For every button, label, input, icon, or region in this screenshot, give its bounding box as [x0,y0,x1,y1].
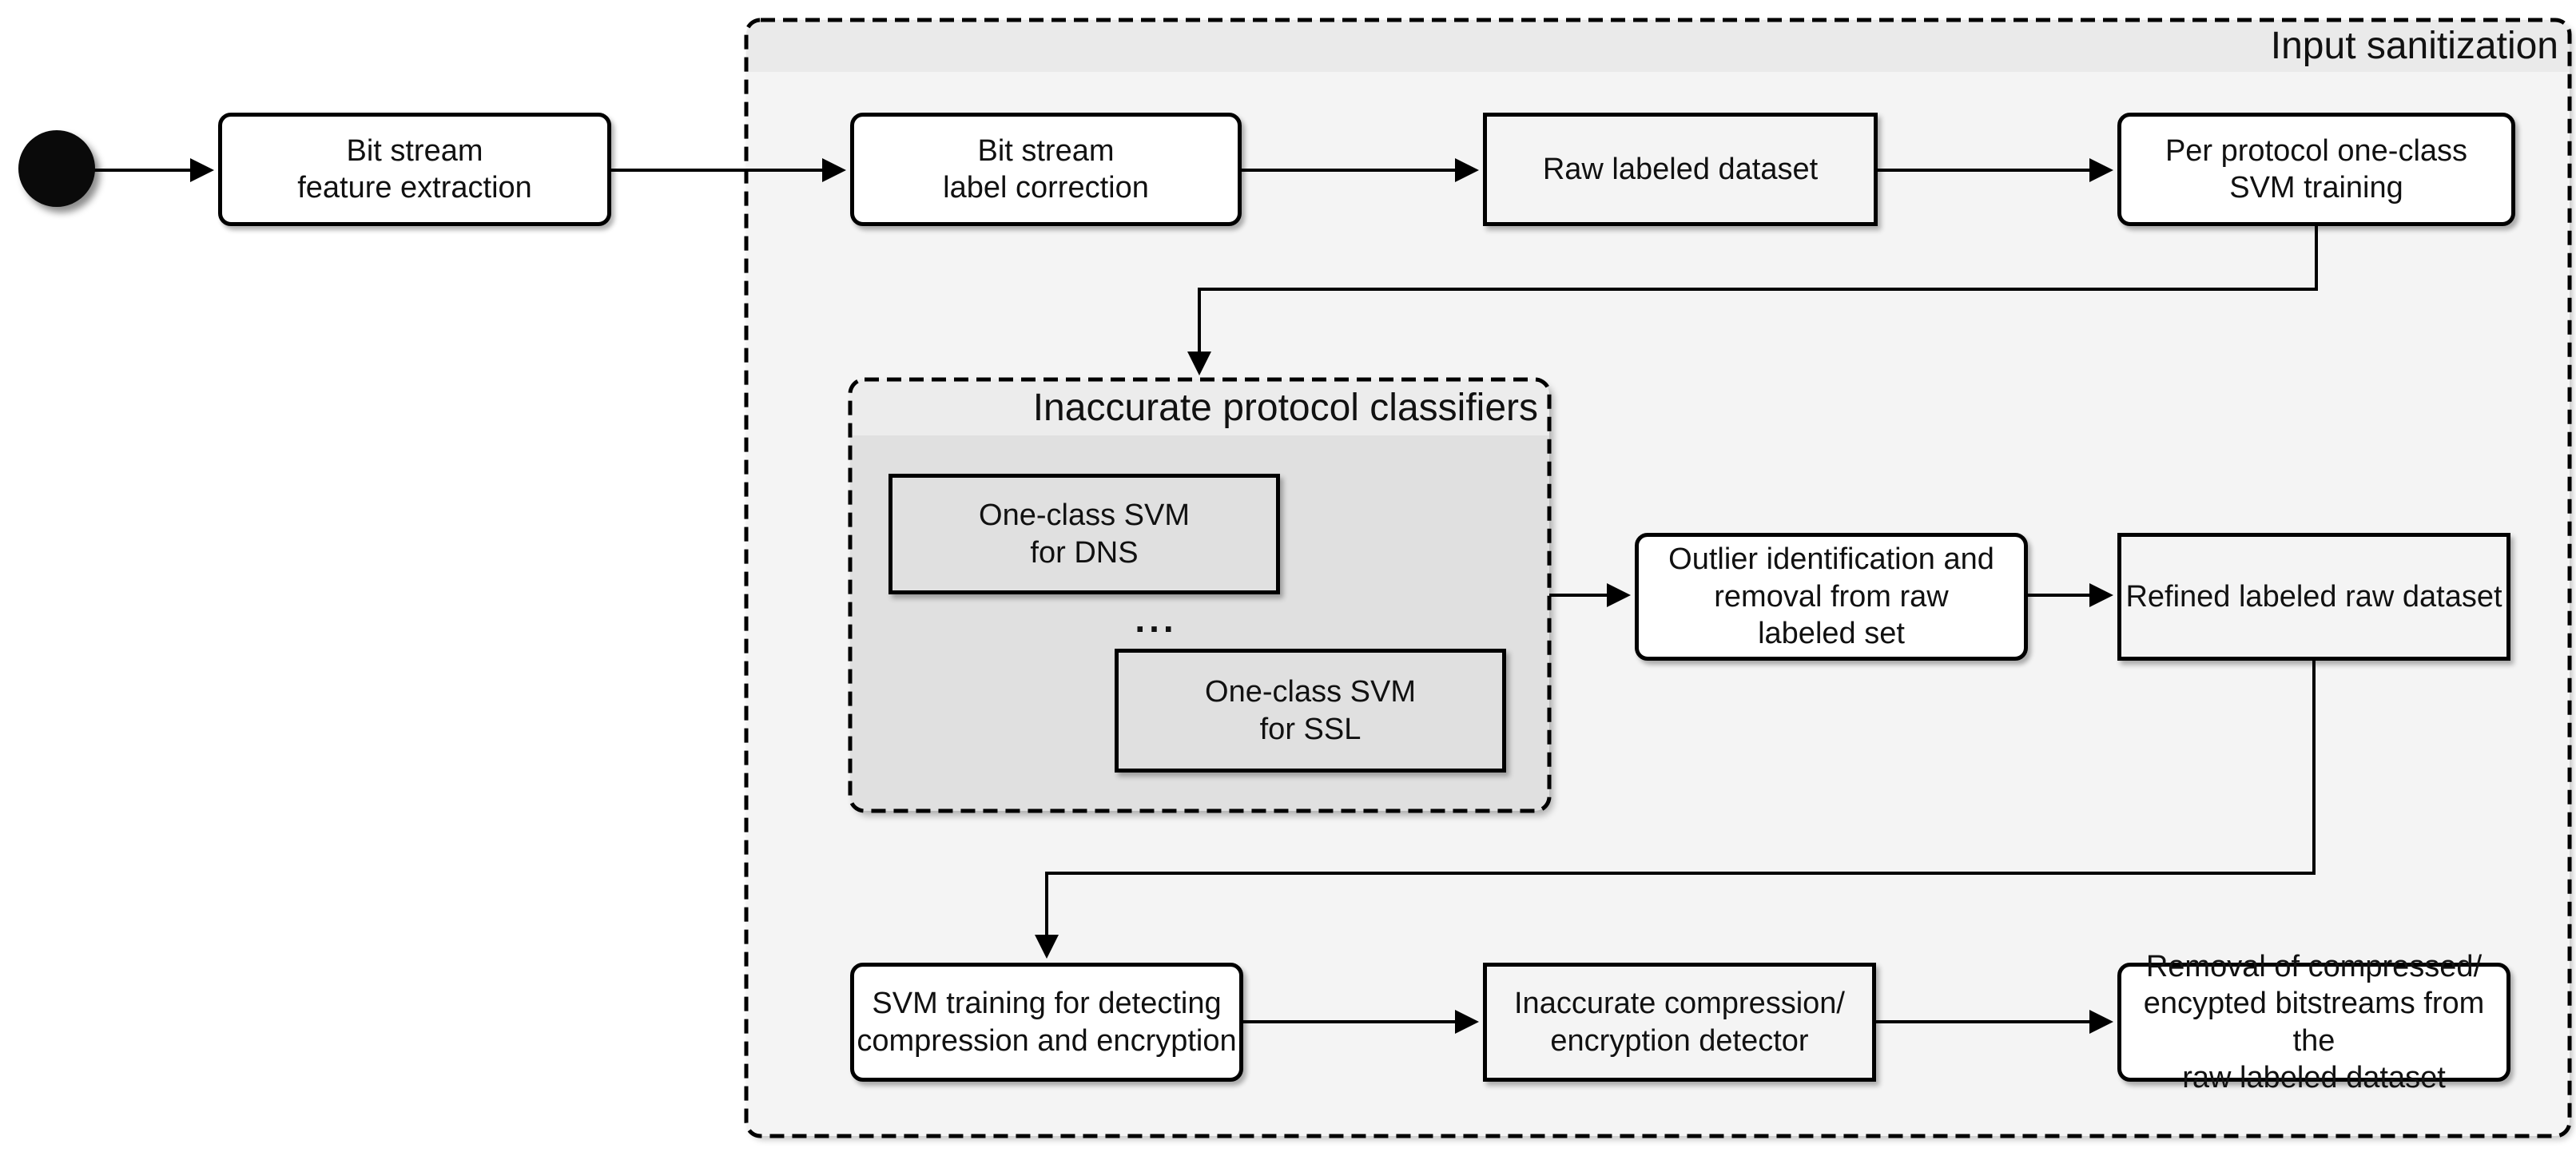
input-sanitization-title: Input sanitization [2270,25,2558,67]
input-sanitization-titlebar: Input sanitization [746,20,2570,72]
protocol-classifiers-titlebar: Inaccurate protocol classifiers [850,379,1549,435]
node-inaccurate-compression-encryption-detector: Inaccurate compression/ encryption detec… [1483,963,1876,1082]
node-removal-of-compressed-encrypted-bitstreams: Removal of compressed/ encypted bitstrea… [2117,950,2510,1094]
node-outlier-identification-and-removal: Outlier identification and removal from … [1635,533,2028,661]
node-bit-stream-label-correction: Bit stream label correction [850,113,1242,226]
classifiers-ellipsis: ... [1135,598,1178,640]
protocol-classifiers-title: Inaccurate protocol classifiers [1032,387,1538,429]
node-refined-labeled-raw-dataset: Refined labeled raw dataset [2117,533,2510,661]
node-one-class-svm-for-dns: One-class SVM for DNS [888,474,1280,594]
node-svm-training-compression-encryption: SVM training for detecting compression a… [850,963,1243,1082]
node-raw-labeled-dataset: Raw labeled dataset [1483,113,1878,226]
node-per-protocol-one-class-svm-training: Per protocol one-class SVM training [2117,113,2515,226]
node-one-class-svm-for-ssl: One-class SVM for SSL [1115,649,1506,773]
initial-state-circle [18,130,95,207]
node-bit-stream-feature-extraction: Bit stream feature extraction [218,113,611,226]
